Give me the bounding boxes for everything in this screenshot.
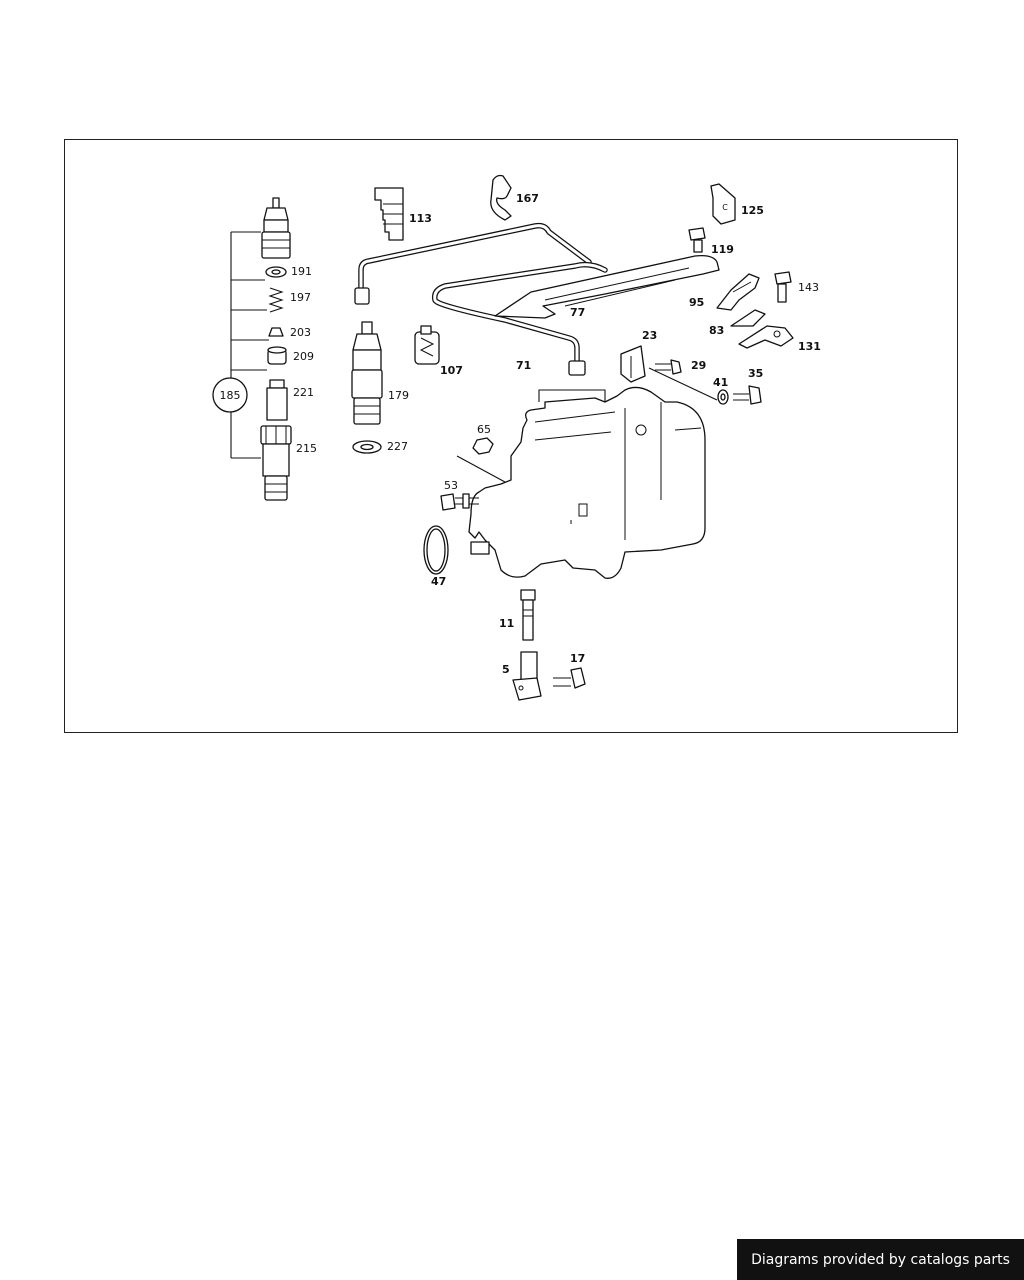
credit-badge: Diagrams provided by catalogs parts xyxy=(737,1239,1024,1280)
callout-209[interactable]: 209 xyxy=(293,350,314,363)
callout-47[interactable]: 47 xyxy=(431,575,446,588)
callout-179[interactable]: 179 xyxy=(388,389,409,402)
callout-221[interactable]: 221 xyxy=(293,386,314,399)
pin-203[interactable] xyxy=(268,327,284,337)
callout-5[interactable]: 5 xyxy=(502,663,510,676)
bolt-35[interactable] xyxy=(733,385,762,405)
callout-23[interactable]: 23 xyxy=(642,329,657,342)
callout-71[interactable]: 71 xyxy=(516,359,531,372)
callout-41[interactable]: 41 xyxy=(713,376,728,389)
fitting-5[interactable] xyxy=(512,651,542,701)
callout-203[interactable]: 203 xyxy=(290,326,311,339)
nozzle-group-bracket xyxy=(212,231,269,459)
callout-53[interactable]: 53 xyxy=(444,479,458,492)
credit-text: Diagrams provided by catalogs parts xyxy=(751,1251,1010,1268)
callout-11[interactable]: 11 xyxy=(499,617,514,630)
sealing-ring-227[interactable] xyxy=(352,440,382,454)
clip-167[interactable] xyxy=(490,174,512,221)
washer-41[interactable] xyxy=(717,389,729,405)
bracket-125-letter: C xyxy=(722,203,728,212)
nozzle-holder-top[interactable] xyxy=(261,197,291,259)
bracket-131[interactable] xyxy=(738,325,794,349)
bolt-53[interactable] xyxy=(440,493,479,511)
parts-diagram: 185 191 197 203 209 221 215 xyxy=(212,174,821,701)
leader-23-41 xyxy=(648,367,718,401)
callout-29[interactable]: 29 xyxy=(691,359,706,372)
spring-197[interactable] xyxy=(268,287,284,313)
clip-95[interactable] xyxy=(716,273,760,311)
callout-65[interactable]: 65 xyxy=(477,423,491,436)
nut-65[interactable] xyxy=(472,437,494,455)
callout-131[interactable]: 131 xyxy=(798,340,821,353)
callout-17[interactable]: 17 xyxy=(570,652,585,665)
bracket-23[interactable] xyxy=(620,345,646,383)
spacer-209[interactable] xyxy=(267,346,287,365)
injection-pump-body[interactable] xyxy=(468,386,706,579)
callout-215[interactable]: 215 xyxy=(296,442,317,455)
nozzle-nut-215[interactable] xyxy=(260,425,292,501)
bolt-143[interactable] xyxy=(774,271,792,303)
callout-35[interactable]: 35 xyxy=(748,367,763,380)
callout-197[interactable]: 197 xyxy=(290,291,311,304)
callout-83[interactable]: 83 xyxy=(709,324,724,337)
diagram-frame: 185 191 197 203 209 221 215 xyxy=(64,139,958,733)
clamp-107[interactable] xyxy=(414,325,440,365)
bolt-119[interactable] xyxy=(688,227,706,253)
callout-191[interactable]: 191 xyxy=(291,265,312,278)
bolt-29[interactable] xyxy=(655,359,682,375)
bracket-77[interactable] xyxy=(494,254,720,319)
washer-191[interactable] xyxy=(265,266,287,278)
leader-65 xyxy=(456,455,506,483)
o-ring-47[interactable] xyxy=(423,525,449,575)
callout-125[interactable]: 125 xyxy=(741,204,764,217)
callout-143[interactable]: 143 xyxy=(798,281,819,294)
callout-113[interactable]: 113 xyxy=(409,212,432,225)
clamp-113[interactable] xyxy=(374,187,404,241)
nozzle-221[interactable] xyxy=(266,379,288,421)
injection-line-71[interactable] xyxy=(431,261,608,376)
callout-227[interactable]: 227 xyxy=(387,440,408,453)
callout-167[interactable]: 167 xyxy=(516,192,539,205)
callout-119[interactable]: 119 xyxy=(711,243,734,256)
group-label-185[interactable]: 185 xyxy=(220,389,241,402)
stud-11[interactable] xyxy=(520,589,536,641)
injection-line-upper[interactable] xyxy=(354,222,592,305)
callout-95[interactable]: 95 xyxy=(689,296,704,309)
callout-107[interactable]: 107 xyxy=(440,364,463,377)
screw-17[interactable] xyxy=(553,667,586,689)
injector-179[interactable] xyxy=(351,321,383,425)
bracket-83[interactable] xyxy=(730,309,766,327)
callout-77[interactable]: 77 xyxy=(570,306,585,319)
bracket-125[interactable] xyxy=(710,183,736,225)
